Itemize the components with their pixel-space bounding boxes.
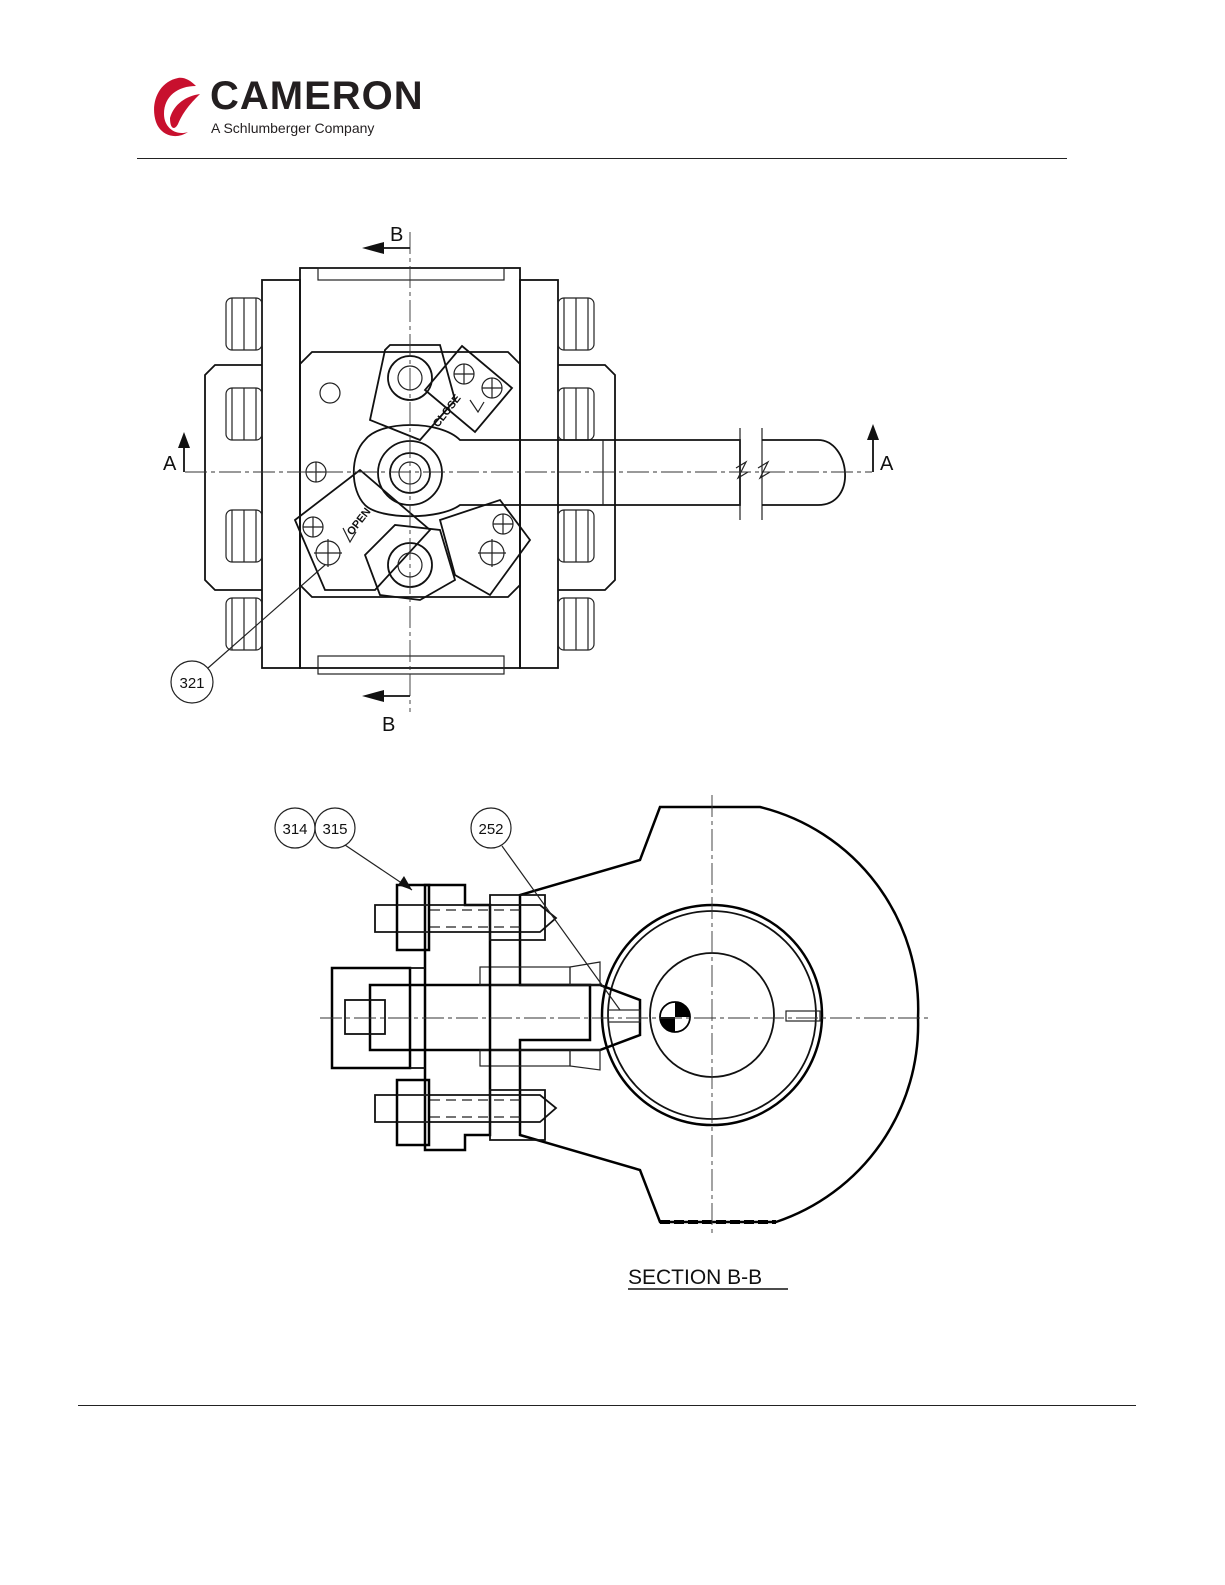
valve-body-section	[520, 807, 918, 1222]
section-title: SECTION B-B	[628, 1266, 762, 1289]
section-b-top-arrow-icon	[362, 242, 384, 254]
stem-pin-252	[608, 1010, 640, 1022]
section-a-left-label: A	[163, 453, 177, 475]
section-b-b-view: 314 315 252 SECTION B-B	[275, 795, 930, 1289]
body-top-cap	[318, 268, 504, 280]
right-flange	[520, 280, 558, 668]
upper-packing	[480, 967, 570, 985]
top-view: CLOSE OPEN B B A A 321	[163, 224, 894, 736]
gland-flange-section	[425, 885, 490, 1150]
close-arrow-icon	[470, 400, 484, 412]
section-a-left-arrow-icon	[178, 432, 190, 448]
body-bottom-cap	[318, 656, 504, 674]
section-b-bottom-arrow-icon	[362, 690, 384, 702]
screw-markers	[303, 364, 513, 567]
footer-rule	[78, 1405, 1136, 1406]
left-flange	[262, 280, 300, 668]
plate-screw-icon	[320, 383, 340, 403]
lower-packing	[480, 1050, 570, 1066]
section-a-right-label: A	[880, 453, 894, 475]
section-b-bottom-label: B	[382, 714, 395, 736]
section-b-top-label: B	[390, 224, 403, 246]
right-bolt-group	[558, 298, 594, 650]
callout-314-text: 314	[282, 821, 307, 838]
valve-handle	[354, 425, 740, 516]
callout-252-text: 252	[478, 821, 503, 838]
handle-end	[762, 440, 845, 505]
right-boss	[558, 365, 615, 590]
right-pin	[786, 1011, 820, 1021]
left-boss	[205, 365, 262, 590]
open-label: OPEN	[345, 506, 374, 538]
section-a-right-arrow-icon	[867, 424, 879, 440]
callout-315-text: 315	[322, 821, 347, 838]
callout-321-text: 321	[179, 675, 204, 692]
left-bolt-group	[226, 298, 262, 650]
